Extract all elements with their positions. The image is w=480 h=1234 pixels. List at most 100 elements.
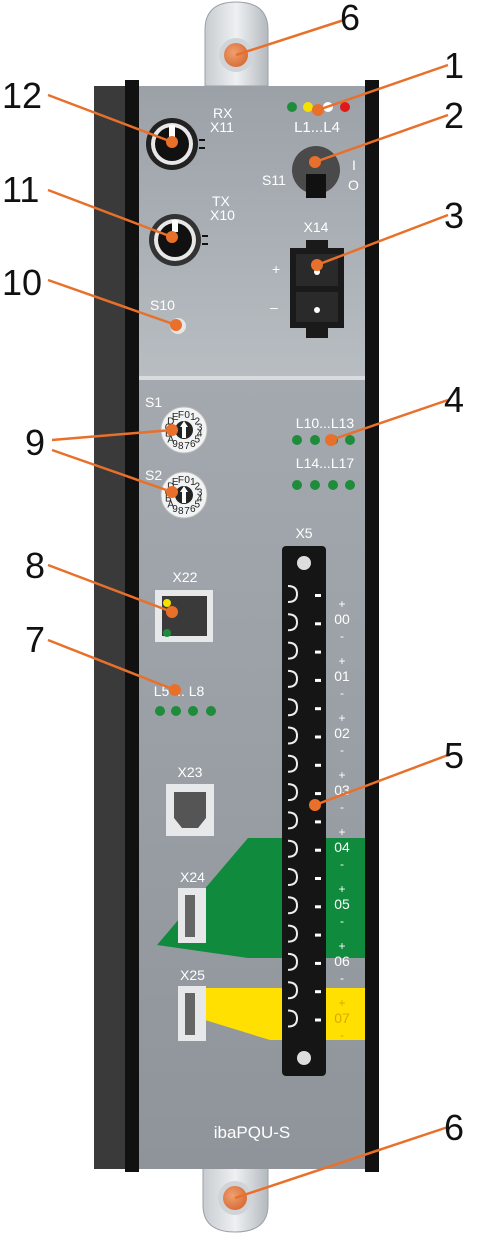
s1-digit: 6 [190, 439, 196, 450]
terminal-num-label: 00 [334, 611, 350, 627]
terminal-slot[interactable] [287, 613, 299, 632]
terminal-slot[interactable] [287, 783, 299, 802]
s2-digit: 1 [190, 477, 196, 488]
callout-5: 5 [444, 735, 464, 776]
s2-digit: E [172, 477, 179, 488]
callout-lines [47, 18, 449, 1200]
s2-digit: B [165, 494, 172, 505]
s2-digit: 9 [172, 504, 178, 515]
leds-mid2-label: L14...L17 [296, 455, 355, 471]
terminal-slot[interactable] [287, 868, 299, 886]
s1-digit: 7 [184, 441, 190, 452]
leds-low [155, 706, 216, 716]
callout-3: 3 [444, 195, 464, 236]
top-mount-tab [204, 1, 269, 87]
terminal-slot[interactable] [287, 981, 299, 1000]
terminal-slot[interactable] [287, 585, 299, 603]
terminal-plus-label: + [338, 768, 345, 782]
x5-terminal-labels: +00-+01-+02-+03-+04-+05-+06-+07- [334, 597, 350, 1042]
right-rail [365, 80, 379, 1172]
s1-digit: 4 [197, 429, 203, 440]
terminal-minus-label: - [340, 971, 344, 985]
s1-digit: D [167, 417, 174, 428]
terminal-slot[interactable] [287, 754, 299, 773]
callout-11: 11 [2, 169, 39, 210]
terminal-slot[interactable] [287, 1009, 299, 1028]
terminal-num-label: 02 [334, 725, 350, 741]
terminal-slot[interactable] [287, 952, 299, 971]
s2-digit: 4 [197, 494, 203, 505]
s1-digit: 8 [178, 441, 184, 452]
x24-usb-a-port[interactable] [178, 888, 206, 943]
s1-pointer-icon [180, 421, 188, 438]
s2-label: S2 [145, 467, 162, 483]
terminal-minus-label: - [340, 1028, 344, 1042]
terminal-num-label: 04 [334, 839, 350, 855]
leds-mid1-label: L10...L13 [296, 415, 355, 431]
s2-digit: 6 [190, 504, 196, 515]
tx-id-label: X10 [210, 207, 235, 223]
s2-digit: 8 [178, 506, 184, 517]
terminal-slot[interactable] [287, 669, 299, 688]
x5-terminal-block[interactable] [282, 546, 326, 1076]
terminal-plus-label: + [338, 996, 345, 1010]
x22-ethernet-port[interactable] [155, 590, 213, 642]
terminal-slot[interactable] [287, 924, 299, 943]
terminal-num-label: 01 [334, 668, 350, 684]
x23-label: X23 [178, 764, 203, 780]
x14-minus-label: – [270, 299, 278, 315]
callout-10: 10 [2, 262, 42, 303]
s1-digit: A [167, 434, 174, 445]
s2-digit: 0 [184, 475, 190, 486]
terminal-slot[interactable] [287, 726, 299, 745]
callout-4: 4 [444, 379, 464, 420]
s1-digit: F [178, 410, 184, 421]
left-rail [125, 80, 139, 1172]
s2-digit: 5 [194, 499, 200, 510]
s1-digit: E [172, 412, 179, 423]
x25-usb-a-port[interactable] [178, 986, 206, 1041]
callout-1: 1 [444, 45, 464, 86]
x23-usb-b-port[interactable] [166, 784, 214, 836]
terminal-minus-label: - [340, 857, 344, 871]
s1-digit: 1 [190, 412, 196, 423]
s1-label: S1 [145, 394, 162, 410]
tx-label: TX [212, 193, 231, 209]
terminal-slot[interactable] [287, 896, 299, 915]
terminal-num-label: 06 [334, 953, 350, 969]
s2-digit: 3 [197, 487, 203, 498]
s10-label: S10 [150, 297, 175, 313]
callout-9: 9 [25, 422, 45, 463]
x5-label: X5 [295, 525, 312, 541]
x14-power-connector[interactable] [290, 240, 344, 338]
terminal-minus-label: - [340, 686, 344, 700]
s11-off-label: O [348, 177, 359, 193]
s2-digit: F [178, 475, 184, 486]
panel-divider [139, 376, 365, 380]
led-l2 [303, 102, 313, 112]
terminal-plus-label: + [338, 939, 345, 953]
s11-switch-lever[interactable] [306, 174, 326, 198]
device-name: ibaPQU-S [214, 1123, 291, 1142]
s1-digit: 9 [172, 439, 178, 450]
leds-top-label: L1...L4 [294, 119, 340, 136]
s2-pointer-icon [180, 486, 188, 503]
terminal-num-label: 07 [334, 1010, 350, 1026]
terminal-plus-label: + [338, 825, 345, 839]
callout-8: 8 [25, 545, 45, 586]
terminal-slot[interactable] [287, 811, 299, 830]
callout-2: 2 [444, 95, 464, 136]
terminal-plus-label: + [338, 597, 345, 611]
terminal-slot[interactable] [287, 698, 299, 717]
s2-rotary-switch[interactable]: 0123456789ABCDEF [160, 471, 208, 519]
s2-digit: 2 [195, 482, 201, 493]
rx-id-label: X11 [210, 119, 234, 135]
callout-6-top: 6 [340, 0, 360, 38]
rx-label: RX [213, 105, 233, 121]
terminal-minus-label: - [340, 629, 344, 643]
s11-on-label: I [352, 157, 356, 173]
terminal-slot[interactable] [287, 641, 299, 660]
led-l1 [287, 102, 297, 112]
terminal-slot[interactable] [287, 839, 299, 858]
